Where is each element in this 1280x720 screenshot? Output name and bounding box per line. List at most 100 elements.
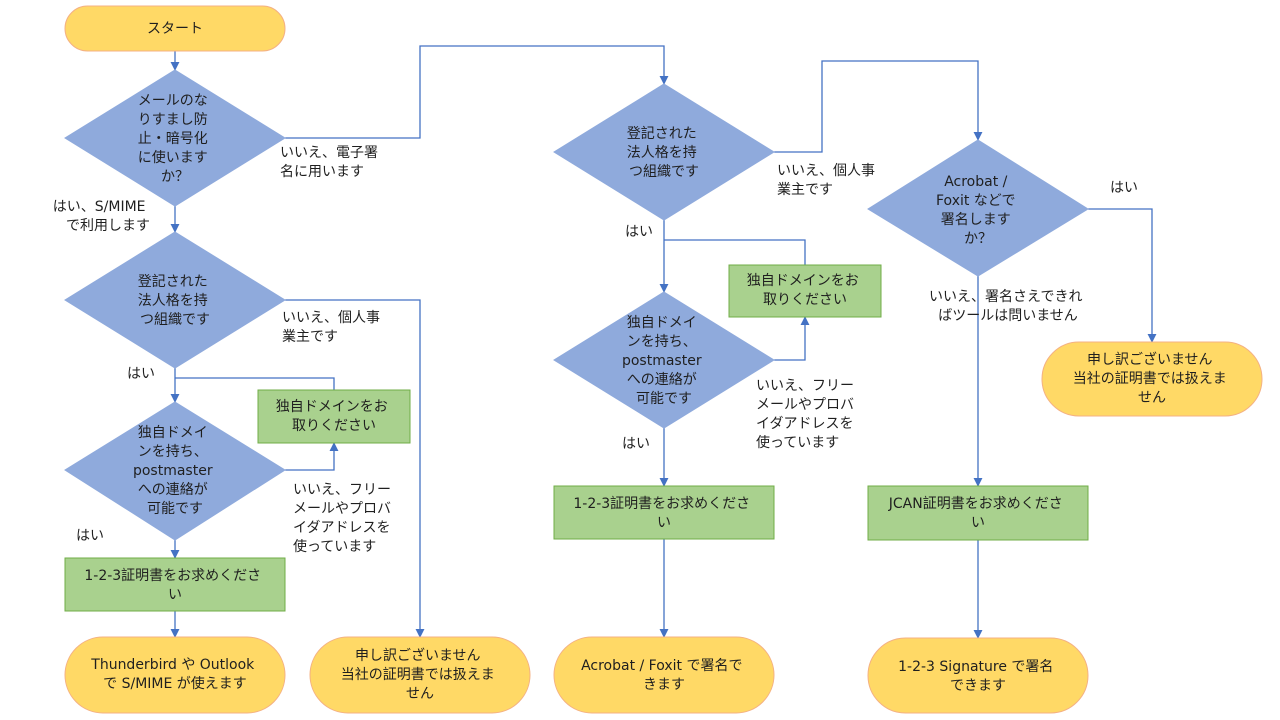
node-label-line: 登記された — [138, 273, 208, 290]
connector-layer — [170, 45, 1157, 639]
node-label-line: スタート — [147, 21, 203, 37]
node-label-line: 取りください — [292, 418, 376, 434]
node-label-line: Acrobat / — [944, 174, 1007, 190]
node-label-line: つ組織です — [140, 312, 210, 328]
connector-d4-d6 — [774, 60, 983, 153]
node-label-line: い — [971, 515, 985, 531]
node-label-line: せん — [1138, 390, 1166, 406]
node-label-d5: 独自ドメイ ンを持ち、 postmaster への連絡が 可能です — [622, 315, 706, 407]
edge-label-d6-no: いいえ、署名さえできれ ばツールは問いません — [929, 289, 1087, 324]
edge-label-line: はい、S/MIME — [53, 199, 146, 215]
node-label-start: スタート — [147, 21, 203, 37]
node-label-line: 取りください — [763, 292, 847, 308]
edge-label-line: イダアドレスを — [756, 416, 853, 432]
node-label-p3: 独自ドメインをお 取りください — [747, 273, 863, 308]
edge-label-line: はい — [625, 224, 653, 240]
edge-label-line: いいえ、個人事 — [777, 163, 875, 179]
node-label-line: 申し訳ございません — [355, 647, 481, 664]
decision-d2 — [64, 231, 286, 369]
edge-label-d2-no: いいえ、個人事 業主です — [282, 310, 384, 345]
node-label-line: Foxit などで — [936, 193, 1016, 209]
connector-p1-loop — [175, 377, 335, 390]
node-label-line: ンを持ち、 — [627, 334, 697, 350]
node-label-line: 可能です — [636, 391, 692, 407]
edge-label-line: で利用します — [66, 218, 150, 234]
edge-label-d4-yes: はい — [625, 224, 653, 240]
connector-d6-t4 — [1088, 208, 1157, 343]
edge-label-line: ばツールは問いません — [938, 308, 1078, 324]
node-label-line: Thunderbird や Outlook — [90, 657, 255, 673]
connector-d1-d4 — [285, 45, 669, 139]
node-label-line: Acrobat / Foxit で署名で — [581, 658, 742, 674]
edge-label-line: メールやプロバ — [756, 397, 854, 413]
edge-label-line: はい — [622, 436, 650, 452]
shape-layer — [64, 5, 1263, 714]
process-p3 — [728, 264, 882, 318]
node-label-line: への連絡が — [138, 482, 208, 498]
decision-d3 — [64, 401, 286, 541]
node-label-t2: 申し訳ございません 当社の証明書では扱えま せん — [341, 647, 499, 702]
node-label-d1: メールのな りすまし防 止・暗号化 に使います か？ — [138, 93, 212, 185]
edge-label-d1-yes: はい、S/MIME で利用します — [53, 199, 150, 234]
edge-label-line: はい — [127, 366, 155, 382]
node-label-line: ンを持ち、 — [138, 444, 208, 460]
node-label-p1: 独自ドメインをお 取りください — [276, 399, 392, 434]
edge-label-d2-yes: はい — [127, 366, 155, 382]
edge-label-d6-yes: はい — [1110, 180, 1138, 196]
edge-label-line: はい — [76, 528, 104, 544]
node-label-p4: 1-2-3証明書をお求めくださ い — [573, 496, 754, 531]
node-label-line: か？ — [161, 169, 189, 185]
node-label-line: に使います — [138, 149, 208, 166]
connector-d5-p3 — [774, 316, 810, 361]
edge-label-line: イダアドレスを — [293, 520, 390, 536]
terminal-t3 — [553, 636, 775, 714]
edge-label-line: いいえ、署名さえできれ — [929, 289, 1083, 305]
node-label-line: 独自ドメイ — [627, 315, 697, 331]
edge-label-line: 使っています — [293, 538, 376, 555]
connector-d3-p1 — [285, 442, 339, 471]
node-label-line: 止・暗号化 — [138, 131, 208, 147]
node-label-line: い — [168, 587, 182, 603]
node-label-line: 申し訳ございません — [1087, 351, 1213, 368]
edge-label-line: 名に用います — [280, 164, 364, 180]
node-label-line: postmaster — [622, 353, 702, 369]
edge-label-d3-no: いいえ、フリー メールやプロバ イダアドレスを 使っています — [293, 482, 395, 555]
edge-label-d5-yes: はい — [622, 436, 650, 452]
node-label-line: つ組織です — [629, 164, 699, 180]
node-label-layer: スタート メールのな りすまし防 止・暗号化 に使います か？ 登記された 法人… — [84, 21, 1226, 702]
edge-label-line: 業主です — [777, 182, 833, 198]
decision-d4 — [553, 83, 775, 221]
edge-label-line: 業主です — [282, 329, 338, 345]
decision-d6 — [867, 139, 1089, 277]
node-label-line: できます — [950, 678, 1006, 694]
edge-label-line: いいえ、個人事 — [282, 310, 380, 326]
node-label-line: 署名します — [941, 212, 1011, 228]
node-label-line: への連絡が — [627, 372, 697, 388]
edge-label-line: いいえ、電子署 — [280, 145, 378, 161]
node-label-line: 法人格を持 — [138, 293, 208, 309]
edge-label-d4-no: いいえ、個人事 業主です — [777, 163, 879, 198]
node-label-line: い — [657, 515, 671, 531]
terminal-t1 — [64, 636, 286, 714]
edge-label-line: いいえ、フリー — [293, 482, 391, 498]
decision-d5 — [553, 291, 775, 429]
node-label-line: 当社の証明書では扱えま — [341, 667, 495, 683]
decision-d1 — [64, 69, 286, 207]
terminal-t5 — [867, 637, 1089, 714]
node-label-line: 独自ドメインをお — [276, 399, 388, 415]
node-label-t5: 1-2-3 Signature で署名 できます — [898, 659, 1058, 694]
node-label-line: 独自ドメイ — [138, 425, 208, 441]
node-label-t1: Thunderbird や Outlook で S/MIME が使えます — [90, 657, 258, 692]
node-label-line: 1-2-3 Signature で署名 — [898, 659, 1053, 675]
node-label-line: 登記された — [627, 125, 697, 142]
node-label-p2: 1-2-3証明書をお求めくださ い — [84, 568, 265, 603]
terminal-t2 — [309, 636, 531, 714]
node-label-line: JCAN証明書をお求めくださ — [888, 496, 1063, 512]
process-p1 — [257, 389, 411, 444]
connector-p3-loop — [664, 239, 806, 265]
edge-label-layer: はい、S/MIME で利用します いいえ、電子署 名に用います はい いいえ、個… — [53, 145, 1138, 555]
node-label-d4: 登記された 法人格を持 つ組織です — [627, 125, 701, 180]
edge-label-line: メールやプロバ — [293, 501, 391, 517]
edge-label-line: はい — [1110, 180, 1138, 196]
